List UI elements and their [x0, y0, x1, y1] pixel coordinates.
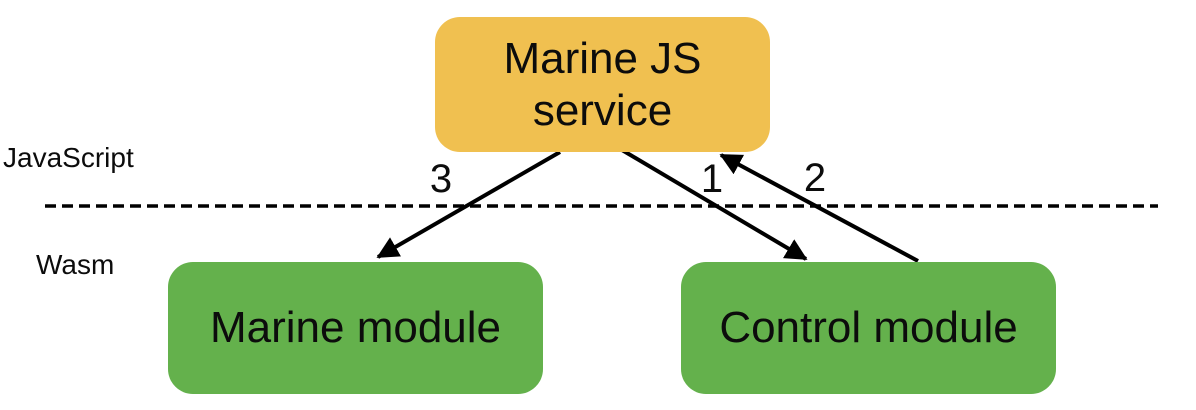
arrow-label-2: 2 [803, 155, 827, 200]
node-control-module: Control module [681, 262, 1056, 394]
node-marine-module: Marine module [168, 262, 543, 394]
layer-label-wasm: Wasm [36, 249, 115, 280]
node-marine-js-service: Marine JS service [435, 17, 770, 152]
arrow-3-service-to-marine [376, 150, 561, 259]
arrow-1-service-to-control [620, 148, 808, 261]
arrow-label-3: 3 [429, 156, 453, 201]
arrow-2-control-to-service [719, 153, 919, 263]
arrow-label-1: 1 [700, 156, 724, 201]
layer-label-javascript: JavaScript [3, 142, 134, 173]
